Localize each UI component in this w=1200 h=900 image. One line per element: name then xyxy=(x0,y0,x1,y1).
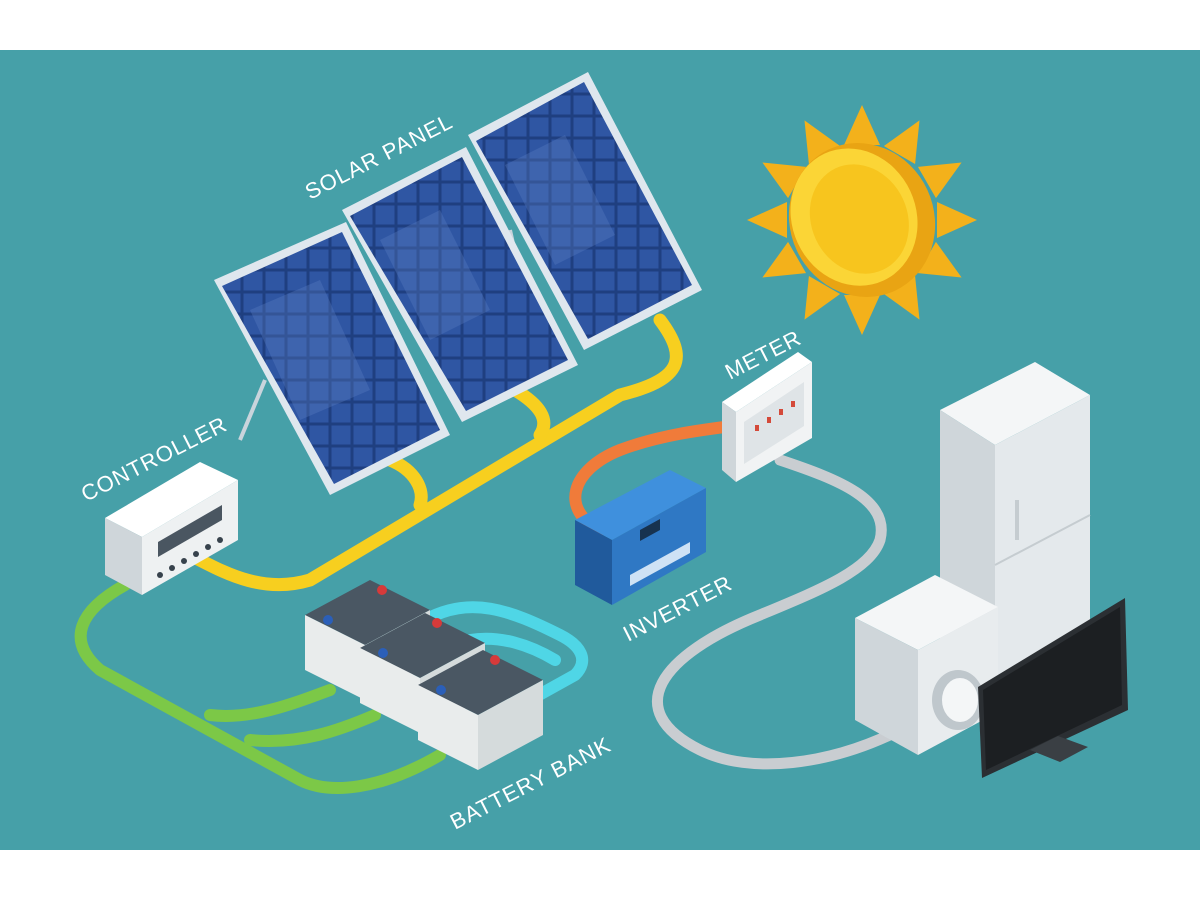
wire-battery-branch-1 xyxy=(204,684,336,722)
wire-battery xyxy=(74,579,446,794)
tv-icon xyxy=(978,598,1128,778)
inverter-device xyxy=(575,470,706,605)
wire-solar xyxy=(183,313,683,592)
controller-device xyxy=(105,462,238,595)
controller-display xyxy=(158,505,222,557)
battery-3 xyxy=(418,650,543,770)
battery-bank xyxy=(305,580,543,770)
solar-panel-2 xyxy=(342,147,578,422)
washing-machine-icon xyxy=(855,575,998,755)
panel-support xyxy=(238,379,267,441)
solar-system-diagram: SOLAR PANEL CONTROLLER METER INVERTER BA… xyxy=(0,50,1200,850)
wires xyxy=(74,313,906,794)
sun-icon xyxy=(747,105,977,335)
solar-panel-3 xyxy=(468,72,702,350)
solar-panel-1 xyxy=(214,222,450,495)
meter-breakers xyxy=(744,382,804,464)
meter-device xyxy=(722,352,812,482)
wire-load xyxy=(652,454,906,770)
wire-inverter-2 xyxy=(464,632,561,666)
wire-battery-branch-2 xyxy=(244,709,381,747)
solar-panels xyxy=(214,72,702,495)
wire-meter xyxy=(569,419,746,536)
diagram-canvas: SOLAR PANEL CONTROLLER METER INVERTER BA… xyxy=(74,72,1128,834)
wire-solar-branch-1 xyxy=(383,453,428,512)
wire-inverter xyxy=(419,601,589,706)
inverter-display xyxy=(640,519,660,541)
wire-solar-branch-2 xyxy=(508,383,551,442)
